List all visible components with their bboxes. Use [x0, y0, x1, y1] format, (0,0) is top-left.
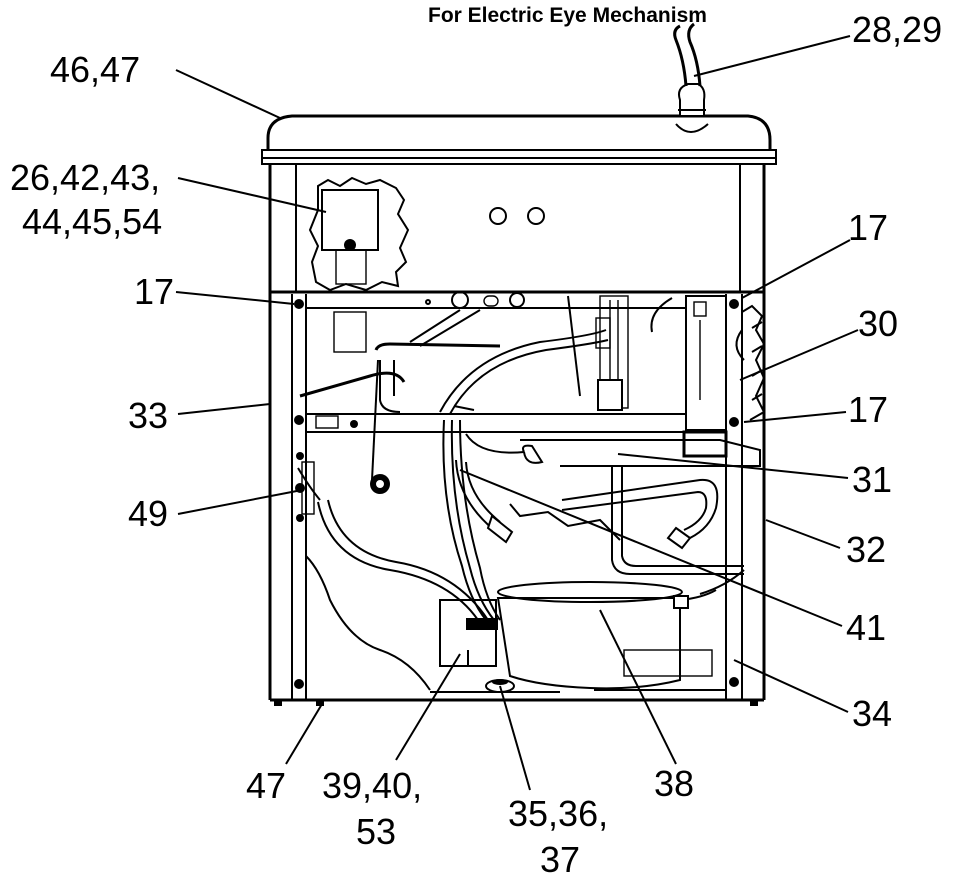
callout-39-line1: 39,40, — [322, 765, 422, 806]
control-box — [333, 311, 367, 353]
callout-47: 47 — [246, 765, 286, 806]
callout-49: 49 — [128, 493, 168, 534]
compressor — [496, 581, 717, 690]
wiring — [297, 419, 501, 621]
bubbler-spout — [673, 22, 709, 133]
callout-46-47: 46,47 — [50, 49, 140, 90]
top-basin — [261, 114, 777, 165]
middle-cross-bar — [305, 413, 727, 433]
right-rail — [725, 294, 743, 700]
cooler-cabinet — [261, 22, 777, 706]
left-rail — [291, 294, 307, 700]
switch-bracket — [295, 452, 315, 522]
callout-labels: 28,29 46,47 26,42,43, 44,45,54 17 17 30 … — [10, 9, 942, 879]
valve-column — [595, 295, 629, 411]
callout-26-line1: 26,42,43, — [10, 157, 160, 198]
callout-31: 31 — [852, 459, 892, 500]
callout-41: 41 — [846, 607, 886, 648]
callout-33: 33 — [128, 395, 168, 436]
right-cutaway — [650, 295, 766, 431]
callout-30: 30 — [858, 303, 898, 344]
callout-17-mid-right: 17 — [848, 389, 888, 430]
base — [270, 679, 764, 706]
callout-38: 38 — [654, 763, 694, 804]
callout-32: 32 — [846, 529, 886, 570]
callout-28-29: 28,29 — [852, 9, 942, 50]
callout-17-top-right: 17 — [848, 207, 888, 248]
callout-35-line1: 35,36, — [508, 793, 608, 834]
refrigerant-tubes — [455, 459, 745, 595]
tubing — [299, 295, 609, 494]
lower-cutaway — [305, 503, 726, 693]
upper-panel — [268, 164, 766, 700]
callout-17-left: 17 — [134, 271, 174, 312]
callout-35-line2: 37 — [540, 839, 580, 879]
diagram-heading: For Electric Eye Mechanism — [428, 4, 707, 27]
callout-34: 34 — [852, 693, 892, 734]
top-cross-bar — [306, 291, 726, 309]
callout-26-line2: 44,45,54 — [22, 201, 162, 242]
leader-lines — [175, 35, 859, 791]
cold-water-tank — [465, 430, 761, 467]
callout-39-line2: 53 — [356, 811, 396, 852]
electric-eye-cutaway — [308, 176, 410, 292]
